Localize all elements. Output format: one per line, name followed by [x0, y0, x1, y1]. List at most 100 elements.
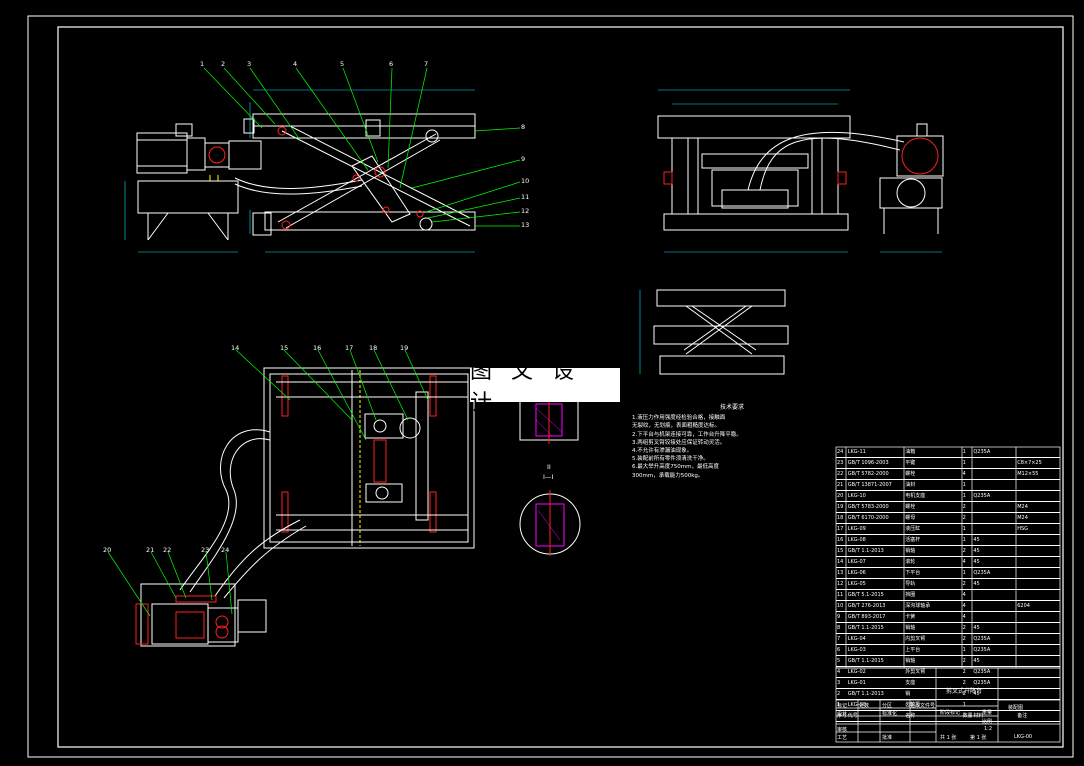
- bom-cell: 16: [837, 537, 844, 543]
- bom-cell: 13: [837, 570, 844, 576]
- bom-cell: 螺栓: [905, 504, 916, 510]
- bom-cell: 上平台: [905, 647, 921, 653]
- callout-1: 1: [200, 60, 205, 68]
- bom-cell: 45: [973, 691, 980, 697]
- bom-cell: 7: [837, 636, 841, 642]
- bom-cell: [1016, 623, 1060, 633]
- bom-cell: 2: [962, 658, 966, 664]
- bom-cell: GB/T 6170-2000: [847, 515, 889, 521]
- bom-cell: GB/T 276-2013: [847, 603, 886, 609]
- tb-process: 工艺: [837, 735, 848, 741]
- bom-cell: [1016, 645, 1060, 655]
- bom-cell: [972, 601, 1016, 611]
- bom-cell: 24: [837, 449, 844, 455]
- bom-cell: 15: [837, 548, 844, 554]
- tb-standard: 标准化: [882, 711, 898, 717]
- bom-cell: 1: [962, 460, 966, 466]
- tb-stage: 阶段标记: [940, 710, 961, 716]
- bom-cell: 销轴: [905, 625, 916, 631]
- bom-cell: GB/T 5783-2000: [847, 504, 889, 510]
- bom-cell: [1016, 579, 1060, 589]
- bom-cell: 19: [837, 504, 844, 510]
- bom-cell: GB/T 1.1-2015: [847, 625, 884, 631]
- bom-cell: [1016, 568, 1060, 578]
- bom-cell: LKG-11: [847, 449, 866, 455]
- bom-cell: 挡圈: [905, 592, 916, 598]
- technical-notes: 技术要求 1.液压力作用强度经检验合格，接触面 无裂纹，无划痕，表面粗糙度达标。…: [632, 404, 832, 480]
- bom-cell: 销轴: [905, 658, 916, 664]
- bom-cell: 4: [962, 592, 966, 598]
- bom-cell: GB/T 1096-2003: [847, 460, 889, 466]
- callout-17: 17: [345, 344, 354, 352]
- bom-cell: 9: [837, 614, 841, 620]
- side-view: [657, 89, 944, 253]
- notes-line: 300mm，承载能力500kg。: [632, 472, 704, 479]
- bom-cell: [1016, 634, 1060, 644]
- bom-cell: 45: [973, 625, 980, 631]
- bom-cell: [1016, 546, 1060, 556]
- callout-8: 8: [521, 123, 526, 131]
- bom-cell: [972, 612, 1016, 622]
- bom-cell: 代号: [847, 713, 858, 719]
- bom-cell: 1: [962, 570, 966, 576]
- section-details: [519, 396, 581, 556]
- bom-cell: Q235A: [973, 680, 991, 686]
- bom-cell: 2: [962, 504, 966, 510]
- bom-cell: M24: [1017, 504, 1028, 510]
- bom-cell: 螺母: [905, 515, 916, 521]
- bom-cell: [972, 524, 1016, 534]
- bom-cell: 2: [962, 515, 966, 521]
- tb-sheets: 共 1 张: [940, 735, 957, 741]
- bom-cell: [1016, 491, 1060, 501]
- bom-cell: 卡簧: [905, 614, 916, 620]
- lowered-view: [639, 289, 789, 375]
- bom-cell: 4: [962, 559, 966, 565]
- front-view: [124, 89, 476, 253]
- bom-cell: 18: [837, 515, 844, 521]
- callout-12: 12: [521, 207, 530, 215]
- bom-cell: [1016, 480, 1060, 490]
- callout-11: 11: [521, 193, 530, 201]
- bom-cell: Q235A: [973, 636, 991, 642]
- bom-cell: 1: [962, 537, 966, 543]
- callout-6: 6: [389, 60, 394, 68]
- bom-cell: 1: [962, 449, 966, 455]
- callout-22: 22: [163, 546, 172, 554]
- bom-cell: 销轴: [905, 548, 916, 554]
- bom-cell: [1016, 656, 1060, 666]
- bom-cell: 销: [905, 691, 911, 697]
- bom-cell: 1: [962, 493, 966, 499]
- notes-line: 无裂纹，无划痕，表面粗糙度达标。: [632, 423, 721, 430]
- bom-cell: LKG-06: [847, 570, 866, 576]
- bom-cell: [1016, 447, 1060, 457]
- bom-cell: 液压缸: [905, 526, 921, 532]
- top-leaders: [107, 349, 429, 617]
- bom-cell: 螺栓: [905, 471, 916, 477]
- bom-cell: 名称: [905, 713, 916, 719]
- bom-cell: 活塞杆: [905, 537, 921, 543]
- bom-cell: LKG-00: [847, 702, 866, 708]
- bom-cell: 外剪叉臂: [905, 669, 926, 675]
- bom-cell: [1016, 590, 1060, 600]
- bom-cell: GB/T 5782-2000: [847, 471, 889, 477]
- bom-cell: 2: [962, 548, 966, 554]
- bom-cell: 平键: [905, 460, 916, 466]
- bom-cell: GB/T 1.1-2013: [847, 548, 884, 554]
- notes-line: 4.不允许有渗漏油现象。: [632, 448, 693, 455]
